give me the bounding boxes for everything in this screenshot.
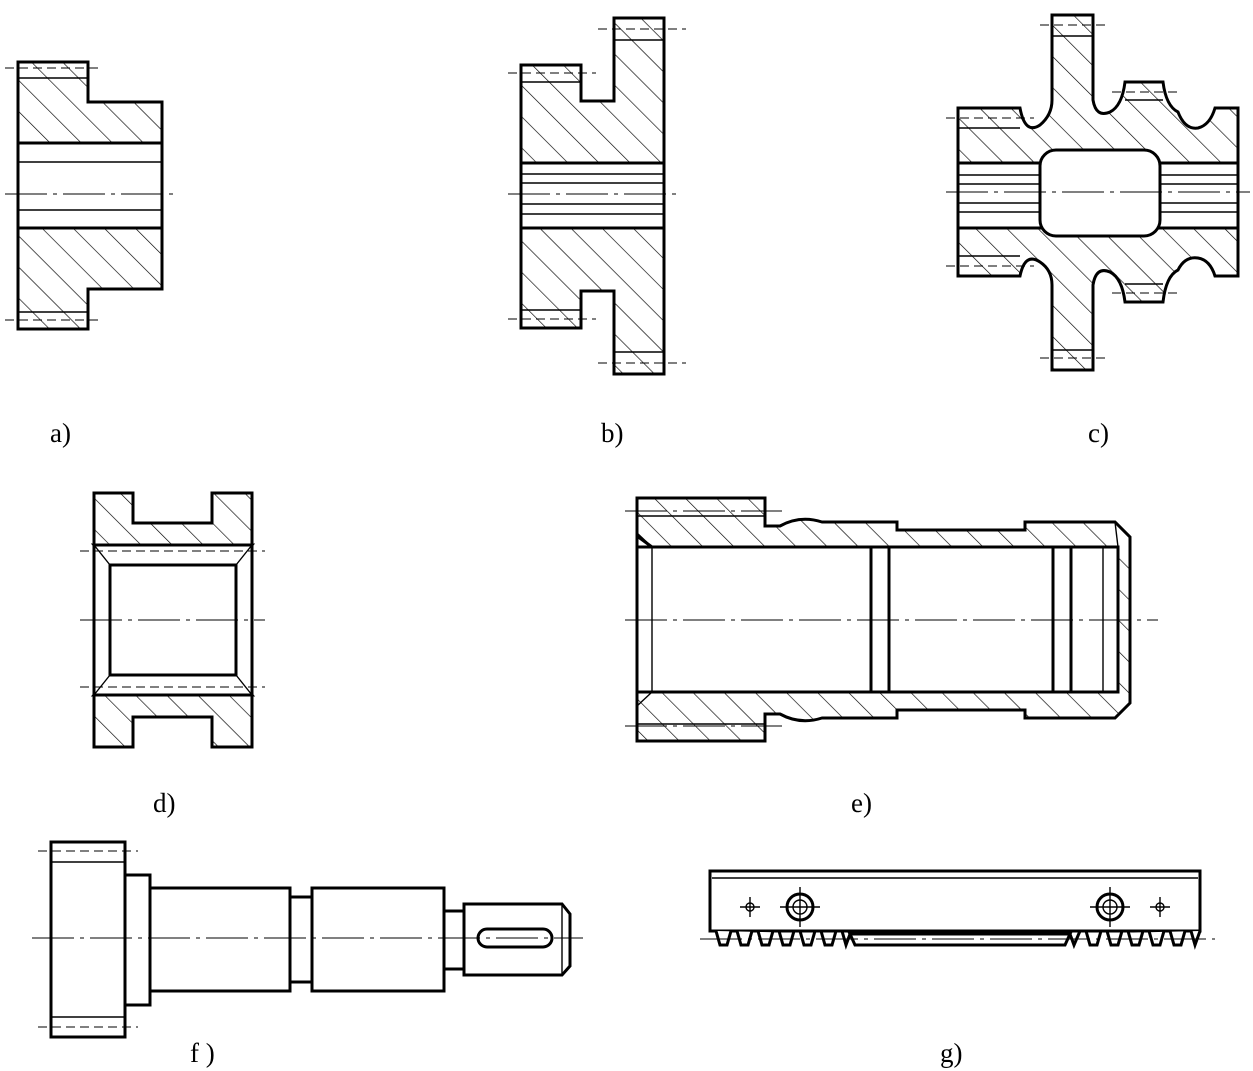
label-g: g) (940, 1038, 963, 1068)
label-e: e) (851, 788, 872, 818)
label-a: a) (50, 418, 71, 448)
label-d: d) (153, 788, 176, 818)
part-e-gear-sleeve (625, 496, 1158, 743)
label-b: b) (601, 418, 624, 448)
part-f-gear-shaft (32, 840, 583, 1039)
part-b-splined-gear (508, 16, 686, 376)
part-a-single-gear (5, 60, 178, 331)
part-c-triple-gear (946, 13, 1250, 372)
part-g-rack (700, 869, 1215, 950)
part-d-double-gear (80, 491, 265, 749)
label-c: c) (1088, 418, 1109, 448)
label-f: f ) (190, 1038, 215, 1068)
